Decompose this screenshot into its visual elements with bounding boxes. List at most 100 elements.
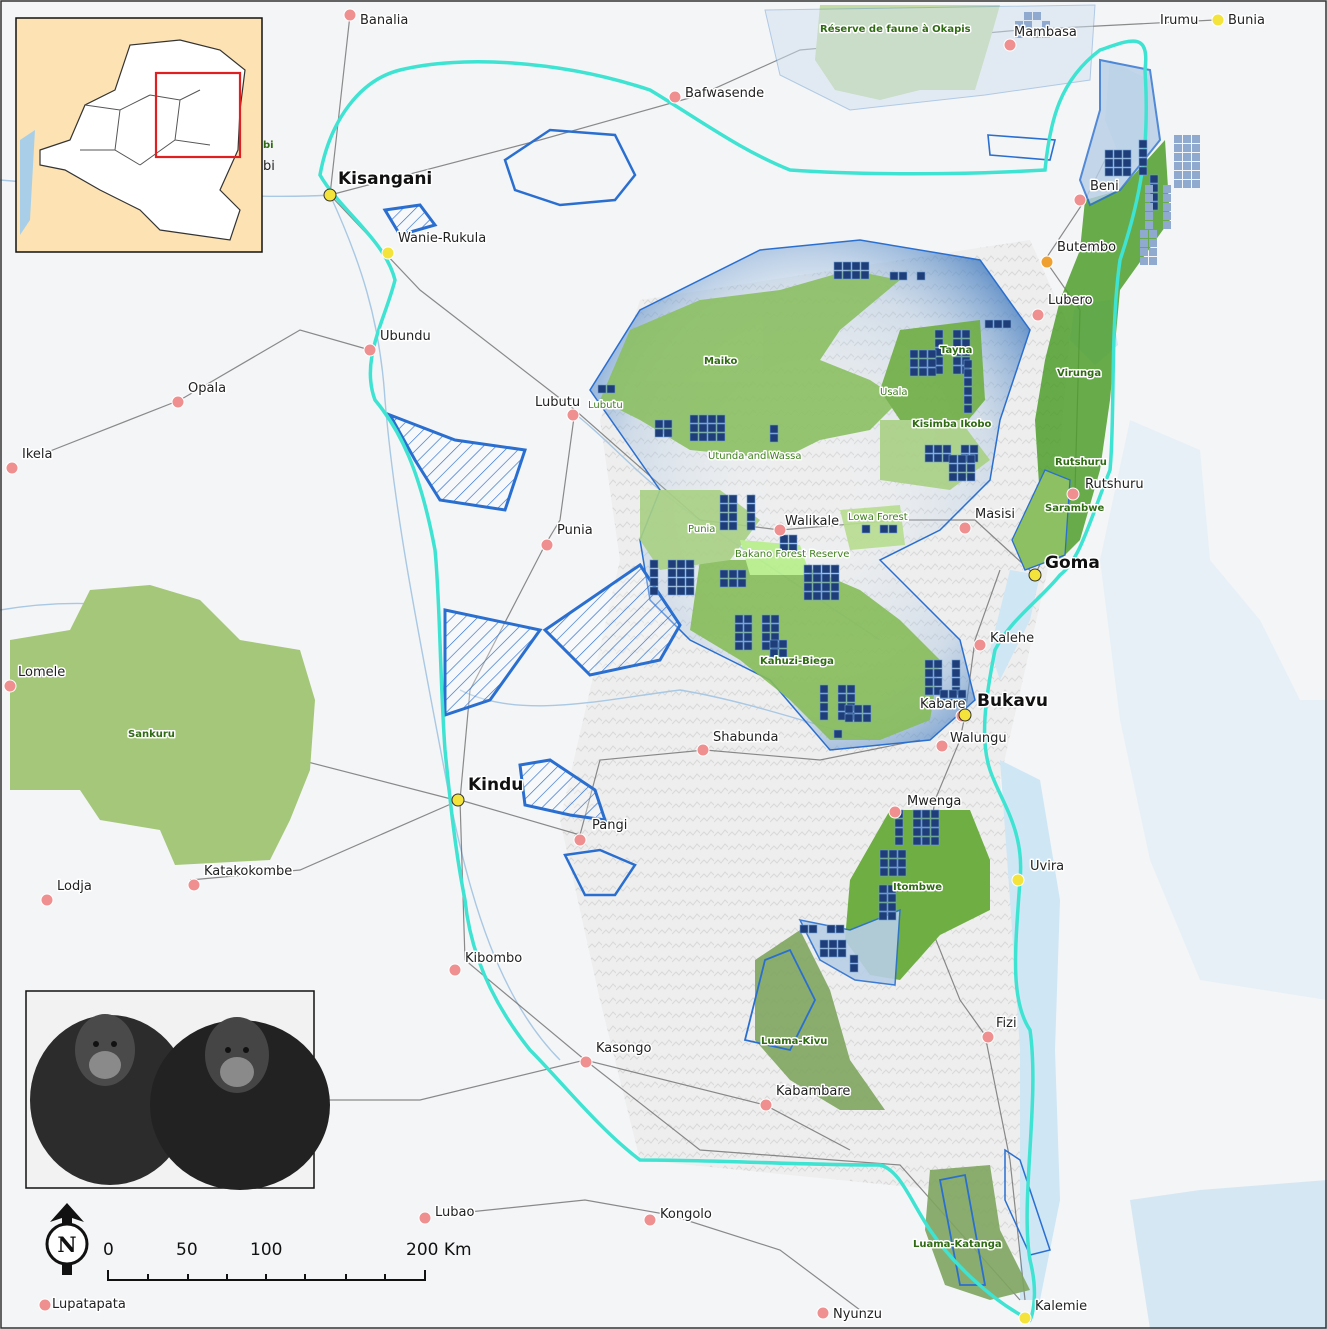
presence-cell-outside <box>1015 30 1023 38</box>
presence-cell-outside <box>1163 203 1171 211</box>
town-label: Banalia <box>360 13 408 28</box>
town-label: Butembo <box>1057 240 1116 255</box>
presence-cell <box>837 693 847 703</box>
presence-cell <box>924 668 934 678</box>
town-label: Ikela <box>22 447 52 462</box>
presence-cell <box>846 693 856 703</box>
presence-cell <box>803 582 813 592</box>
lake-east-2 <box>1130 1180 1327 1329</box>
protected-area-label: Luama-Katanga <box>913 1239 1002 1250</box>
presence-cell <box>879 867 889 877</box>
protected-area-label: Kahuzi-Biega <box>760 656 834 667</box>
presence-cell <box>933 668 943 678</box>
presence-cell <box>719 569 729 579</box>
presence-cell <box>951 659 961 669</box>
protected-area-label: Réserve de faune à Okapis <box>820 23 971 35</box>
presence-cell-outside <box>1140 248 1148 256</box>
presence-cell <box>698 414 708 424</box>
town-label: Lubao <box>435 1205 474 1220</box>
town-marker-icon <box>888 805 902 819</box>
presence-cell <box>803 564 813 574</box>
presence-cell <box>860 270 870 280</box>
town-marker-icon <box>171 395 185 409</box>
presence-cell <box>812 591 822 601</box>
protected-area-label: Itombwe <box>893 882 942 893</box>
presence-cell <box>898 271 908 281</box>
presence-cell <box>769 433 779 443</box>
town-marker-icon <box>579 1055 593 1069</box>
presence-cell <box>862 704 872 714</box>
presence-cell <box>918 367 928 377</box>
presence-cell <box>828 948 838 958</box>
town-label: Mwenga <box>907 794 961 809</box>
presence-cell <box>889 271 899 281</box>
survey-zone-pangi-south <box>563 848 637 897</box>
town-marker-icon <box>381 246 395 260</box>
presence-cell <box>803 573 813 583</box>
presence-cell <box>812 564 822 574</box>
presence-cell <box>924 453 934 463</box>
town-marker-icon <box>3 679 17 693</box>
presence-cell-outside <box>1149 248 1157 256</box>
presence-cell <box>918 349 928 359</box>
presence-cell <box>939 698 949 708</box>
presence-cell <box>897 867 907 877</box>
presence-cell <box>833 261 843 271</box>
presence-cell <box>933 659 943 669</box>
presence-cell <box>924 659 934 669</box>
presence-cell <box>921 809 931 819</box>
presence-cell <box>963 386 973 396</box>
presence-cell <box>951 668 961 678</box>
survey-zone-punia-1 <box>443 608 543 718</box>
presence-cell <box>743 632 753 642</box>
presence-cell-outside <box>1145 185 1153 193</box>
town-marker-icon <box>759 1098 773 1112</box>
presence-cell <box>833 729 843 739</box>
presence-cell <box>819 948 829 958</box>
lake-kivu <box>990 570 1040 680</box>
protected-areas-east <box>600 270 990 740</box>
town-marker-icon <box>573 833 587 847</box>
presence-cell <box>1104 149 1114 159</box>
town-marker-icon <box>448 963 462 977</box>
protected-area-label: Bakano Forest Reserve <box>735 549 849 560</box>
presence-cell <box>909 358 919 368</box>
presence-cell <box>1113 158 1123 168</box>
presence-cell <box>746 503 756 513</box>
presence-cell <box>842 261 852 271</box>
town-marker-icon <box>816 1306 830 1320</box>
presence-cell-outside <box>1183 171 1191 179</box>
presence-cell <box>761 632 771 642</box>
presence-cell-outside <box>1042 30 1050 38</box>
presence-cell <box>853 704 863 714</box>
presence-cell <box>685 559 695 569</box>
town-label: Rutshuru <box>1085 477 1144 492</box>
presence-cell <box>887 911 897 921</box>
presence-cell <box>984 319 994 329</box>
presence-cell-outside <box>1140 239 1148 247</box>
presence-cell <box>961 329 971 339</box>
town-label: Walungu <box>950 731 1007 746</box>
presence-cell <box>719 512 729 522</box>
protected-area-virunga <box>1011 58 1170 571</box>
presence-cell <box>960 444 970 454</box>
presence-cell <box>916 271 926 281</box>
presence-cell <box>1104 167 1114 177</box>
presence-cell <box>649 568 659 578</box>
presence-cell <box>921 827 931 837</box>
inset-fragment-label: bi <box>263 159 275 174</box>
protected-area-maiko <box>600 270 900 460</box>
presence-cell-outside <box>1183 144 1191 152</box>
town-marker-icon <box>418 1211 432 1225</box>
presence-cell <box>963 395 973 405</box>
presence-cell <box>728 521 738 531</box>
presence-cell <box>933 677 943 687</box>
presence-cell-outside <box>1149 257 1157 265</box>
presence-cell <box>685 586 695 596</box>
presence-cell-outside <box>1192 135 1200 143</box>
presence-cell <box>963 404 973 414</box>
presence-cell <box>894 818 904 828</box>
presence-cell <box>821 564 831 574</box>
